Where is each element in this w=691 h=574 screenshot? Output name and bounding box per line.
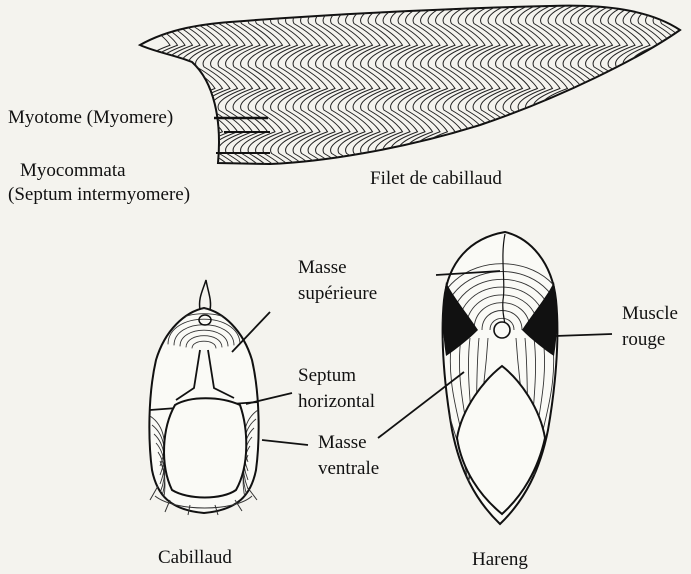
cod-pointer-ventral: [262, 440, 308, 445]
label-masse-superieure-2: supérieure: [298, 282, 377, 306]
myomere-line: [661, 2, 688, 175]
myomere-line: [143, 2, 170, 175]
myomere-line: [158, 2, 185, 175]
label-septum-horizontal-2: horizontal: [298, 390, 375, 414]
label-masse-ventrale-1: Masse: [318, 431, 367, 455]
label-masse-ventrale-2: ventrale: [318, 457, 379, 481]
label-cabillaud: Cabillaud: [158, 546, 232, 570]
label-muscle-rouge-2: rouge: [622, 328, 665, 352]
cod-fillet-drawing: [140, 2, 688, 175]
label-septum-horizontal-1: Septum: [298, 364, 356, 388]
label-myotome: Myotome (Myomere): [8, 106, 173, 130]
label-masse-superieure-1: Masse: [298, 256, 347, 280]
label-muscle-rouge-1: Muscle: [622, 302, 678, 326]
myomere-line: [151, 2, 178, 175]
herring-pointer-muscle: [555, 334, 612, 336]
label-myocommata-2: (Septum intermyomere): [8, 183, 190, 207]
label-myocommata-1: Myocommata: [20, 159, 126, 183]
label-hareng: Hareng: [472, 548, 528, 572]
label-filet: Filet de cabillaud: [370, 167, 502, 191]
cod-cross-section: [144, 280, 308, 515]
herring-cross-section: [378, 232, 612, 524]
